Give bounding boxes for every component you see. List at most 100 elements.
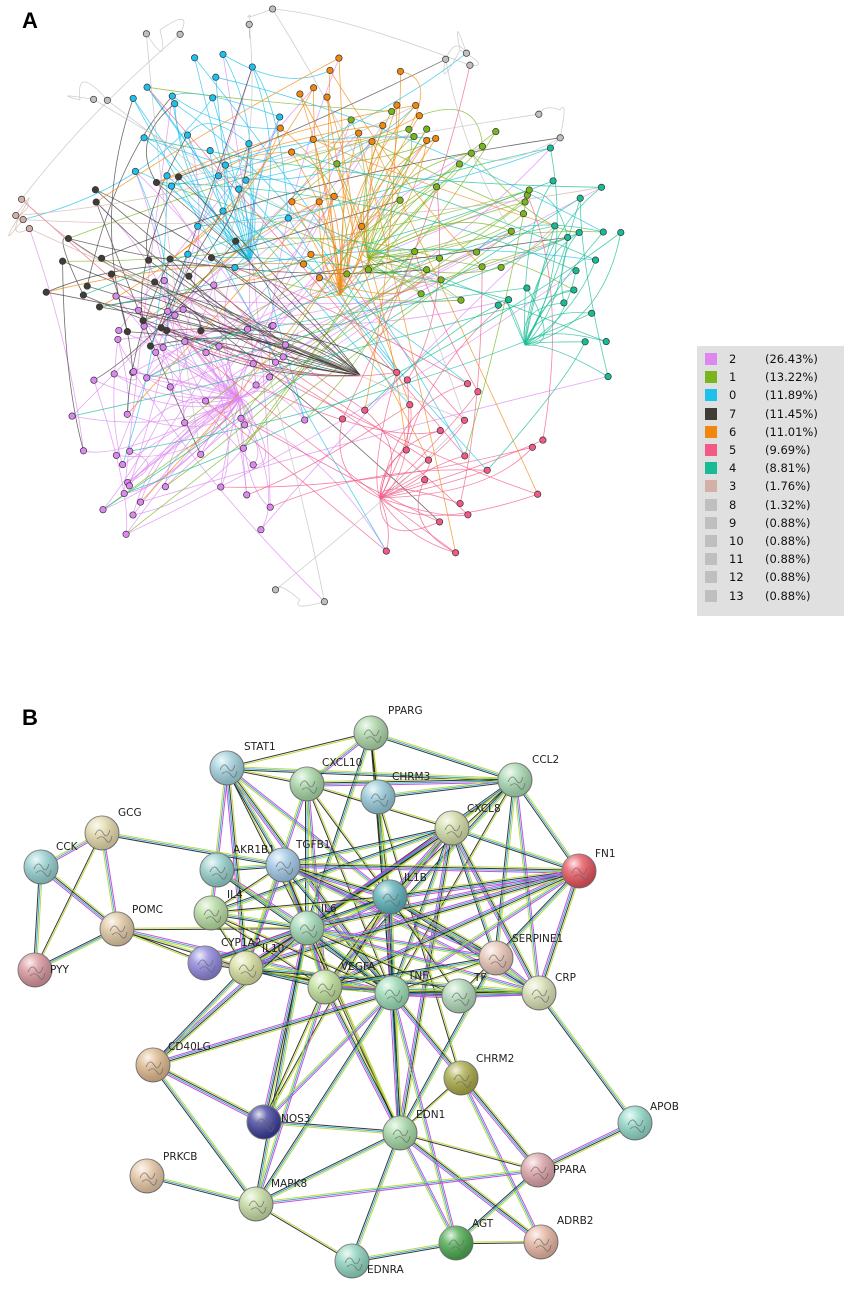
cluster-node: [161, 483, 169, 491]
cluster-node: [119, 461, 127, 469]
cluster-node: [464, 511, 472, 519]
cluster-node: [604, 373, 612, 381]
cluster-node: [564, 233, 572, 241]
cluster-node: [301, 416, 309, 424]
interaction-edge: [306, 926, 540, 995]
cluster-node: [602, 338, 610, 346]
protein-structure-icon: [219, 764, 238, 778]
cluster-node: [142, 30, 150, 38]
protein-label: IL10: [262, 943, 284, 955]
cluster-node: [591, 256, 600, 264]
cluster-node: [462, 49, 470, 57]
cluster-node: [237, 414, 245, 422]
cluster-node: [410, 133, 418, 141]
cluster-node: [310, 84, 318, 92]
cluster-edge: [127, 346, 220, 483]
protein-node-highlight: [130, 1159, 164, 1193]
legend-cluster-id: 10: [729, 533, 744, 548]
protein-structure-icon: [451, 992, 470, 1006]
legend-item: 0(11.89%): [705, 386, 838, 404]
protein-node: ADRB2: [523, 1215, 593, 1260]
legend-swatch: [705, 480, 717, 493]
interaction-edge: [226, 731, 372, 770]
cluster-node: [243, 325, 252, 333]
cluster-edge: [220, 446, 533, 488]
cluster-legend: 2(26.43%)1(13.22%)0(11.89%)7(11.45%)6(11…: [697, 346, 844, 616]
cluster-network-nodes: [12, 5, 625, 606]
cluster-edge: [379, 447, 533, 499]
legend-percentage: (11.45%): [765, 406, 818, 421]
cluster-node: [130, 368, 138, 376]
interaction-edge: [454, 1168, 540, 1245]
protein-node-highlight: [522, 976, 556, 1010]
cluster-node: [231, 264, 239, 272]
cluster-edge: [367, 257, 442, 283]
cluster-edge: [8, 214, 24, 237]
cluster-node: [588, 309, 596, 317]
cluster-node: [474, 388, 482, 396]
protein-node-highlight: [290, 767, 324, 801]
cluster-node: [581, 338, 589, 346]
cluster-node: [112, 292, 120, 300]
cluster-edge: [213, 24, 253, 286]
protein-label: POMC: [132, 904, 163, 916]
legend-item: 4(8.81%): [705, 459, 838, 477]
protein-structure-icon: [344, 1257, 363, 1271]
protein-structure-icon: [370, 793, 389, 807]
legend-cluster-id: 6: [729, 424, 737, 439]
cluster-edge: [371, 141, 524, 215]
protein-structure-icon: [248, 1200, 267, 1214]
cluster-edge: [156, 113, 539, 183]
cluster-edge: [124, 397, 241, 494]
legend-cluster-id: 8: [729, 497, 737, 512]
cluster-node: [546, 144, 554, 152]
cluster-edge: [313, 87, 341, 296]
protein-node: CD40LG: [135, 1041, 211, 1083]
cluster-node: [107, 270, 116, 278]
cluster-node: [232, 237, 240, 245]
cluster-edge: [146, 232, 580, 379]
cluster-edge: [165, 131, 497, 488]
protein-label: IL1B: [404, 872, 427, 884]
protein-node-highlight: [521, 1153, 555, 1187]
cluster-edge: [21, 199, 274, 326]
protein-node: TGFB1: [265, 839, 330, 883]
cluster-node: [271, 358, 280, 366]
protein-structure-icon: [209, 866, 228, 880]
legend-item: 8(1.32%): [705, 496, 838, 514]
interaction-edge: [324, 956, 497, 989]
protein-structure-icon: [530, 1166, 549, 1180]
protein-label: TGFB1: [295, 839, 330, 851]
panel-b-letter: B: [22, 705, 38, 730]
protein-node: CXCL8: [434, 803, 501, 846]
cluster-node: [296, 90, 304, 98]
cluster-node: [437, 276, 445, 284]
protein-node-highlight: [444, 1061, 478, 1095]
protein-label: IL4: [227, 889, 243, 901]
cluster-edge: [379, 379, 410, 499]
cluster-node: [123, 328, 131, 336]
cluster-node: [507, 227, 515, 235]
cluster-edge: [29, 228, 84, 451]
cluster-node: [271, 586, 280, 594]
protein-node: MAPK8: [238, 1178, 307, 1222]
cluster-edge: [222, 54, 331, 79]
interaction-edge: [390, 869, 581, 995]
protein-node: VEGFA: [307, 961, 376, 1005]
protein-node-highlight: [361, 780, 395, 814]
interaction-edge: [255, 1202, 353, 1263]
cluster-node: [556, 134, 564, 142]
cluster-node: [406, 401, 414, 409]
cluster-edge: [222, 54, 254, 261]
cluster-node: [402, 446, 410, 454]
cluster-edge: [93, 99, 462, 301]
protein-structure-icon: [444, 824, 463, 838]
protein-label: CXCL8: [467, 803, 501, 815]
cluster-node: [159, 343, 167, 351]
protein-node-highlight: [188, 946, 222, 980]
cluster-node: [423, 125, 431, 133]
legend-percentage: (13.22%): [765, 370, 818, 385]
cluster-edge: [366, 251, 427, 271]
protein-node: GCG: [84, 807, 142, 851]
cluster-node: [455, 160, 463, 168]
